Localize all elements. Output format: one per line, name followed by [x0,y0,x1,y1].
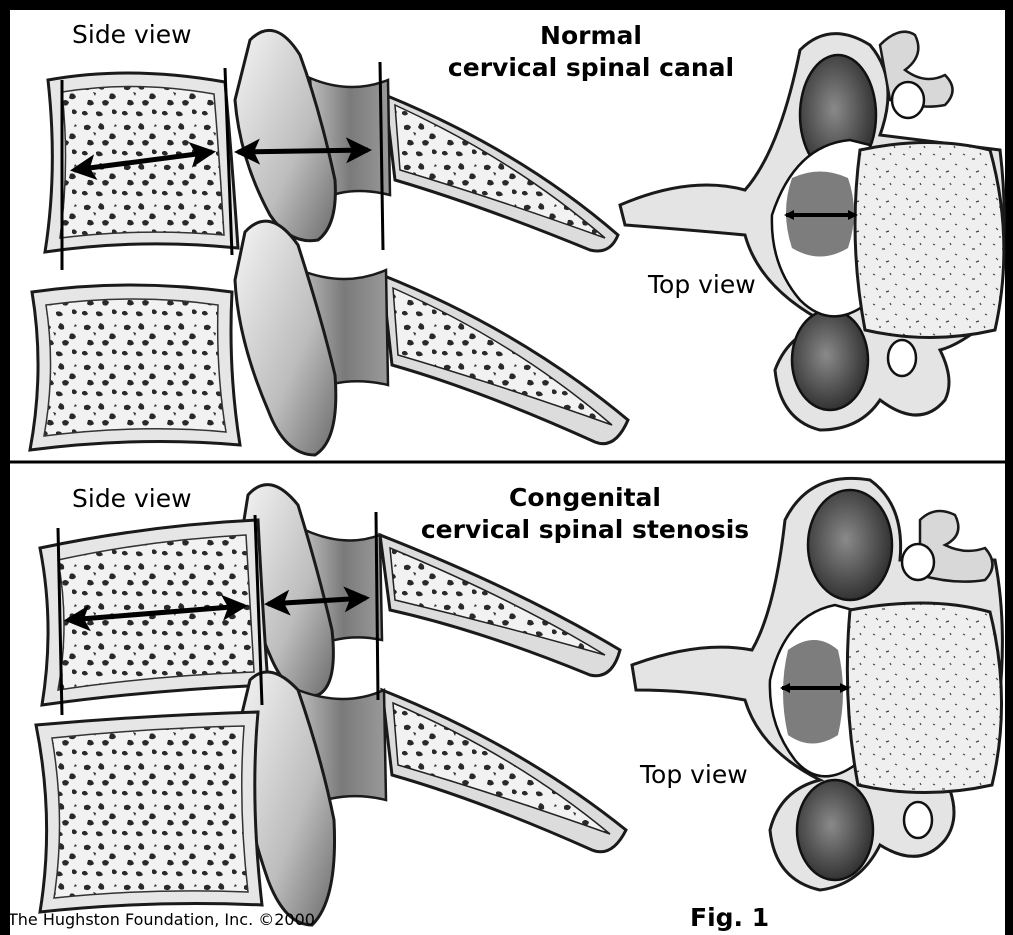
figure-number-label: Fig. 1 [690,903,769,932]
normal-top-view-vertebra [620,32,1004,430]
normal-top-view-label: Top view [648,270,756,299]
normal-side-view-label: Side view [72,20,192,49]
stenosis-side-view-label: Side view [72,484,192,513]
normal-title-line2: cervical spinal canal [446,52,736,84]
copyright-credit: The Hughston Foundation, Inc. ©2000 [8,910,315,929]
normal-lower-vertebra [30,221,628,455]
normal-canal-diameter-arrow [238,150,368,152]
stenosis-top-view-label: Top view [640,760,748,789]
normal-title-line1: Normal [446,20,736,52]
stenosis-lower-vertebra [36,672,626,925]
normal-title: Normal cervical spinal canal [446,20,736,84]
stenosis-title-line2: cervical spinal stenosis [420,514,750,546]
stenosis-title: Congenital cervical spinal stenosis [420,482,750,546]
stenosis-title-line1: Congenital [420,482,750,514]
